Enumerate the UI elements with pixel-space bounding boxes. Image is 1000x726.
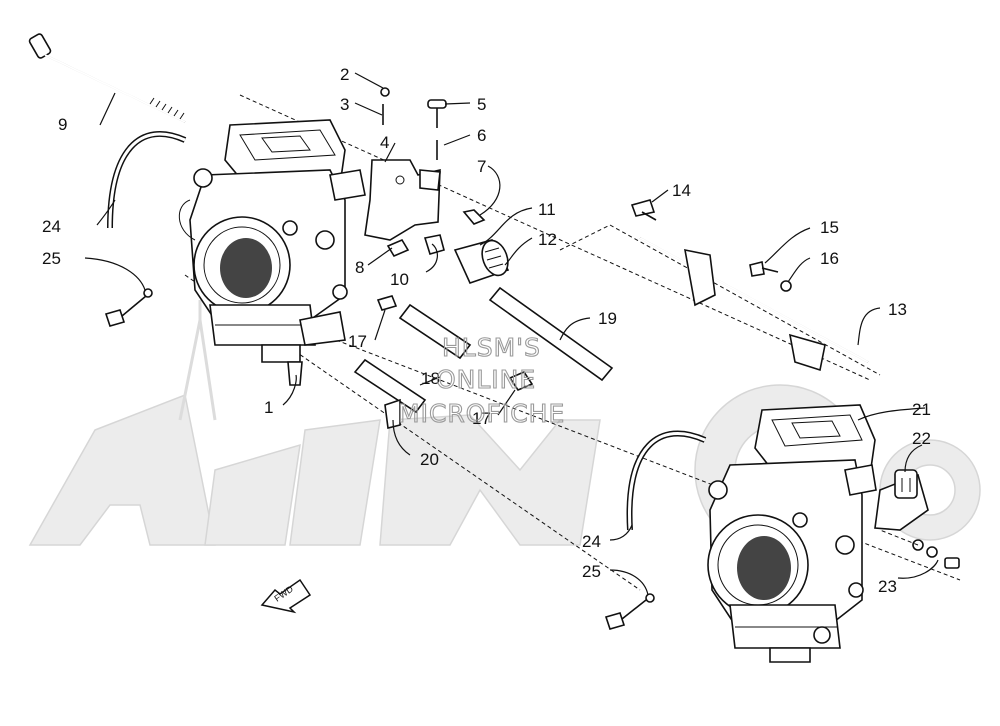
callout-21: 21 (912, 400, 931, 419)
carburetor-left (178, 119, 366, 386)
mounting-screws (104, 288, 655, 630)
callout-4: 4 (380, 133, 389, 152)
vent-hose-left (107, 131, 187, 229)
carburetor-right (707, 404, 877, 663)
watermark: HLSM'S ONLINE MICROFICHE (397, 332, 565, 428)
callout-25a: 25 (42, 249, 61, 268)
callout-14: 14 (672, 181, 691, 200)
callout-11: 11 (538, 200, 556, 219)
callout-24b: 24 (582, 532, 601, 551)
callout-16: 16 (820, 249, 839, 268)
callout-24a: 24 (42, 217, 61, 236)
callout-12: 12 (538, 230, 557, 249)
callout-5: 5 (477, 95, 486, 114)
long-bolt-part (28, 33, 186, 123)
watermark-line-3: MICROFICHE (398, 399, 565, 428)
callout-10: 10 (390, 270, 409, 289)
callout-19: 19 (598, 309, 617, 328)
callout-8: 8 (355, 258, 364, 277)
watermark-line-1: HLSM'S (442, 333, 541, 362)
callout-15: 15 (820, 218, 839, 237)
callout-2: 2 (340, 65, 349, 84)
callout-9: 9 (58, 115, 67, 134)
small-screws (376, 87, 486, 311)
callout-25b: 25 (582, 562, 601, 581)
callout-23: 23 (878, 577, 897, 596)
callout-20: 20 (420, 450, 439, 469)
forward-arrow: FWD (260, 578, 312, 614)
callout-18: 18 (421, 369, 440, 388)
callout-17b: 17 (472, 409, 491, 428)
callout-17a: 17 (348, 332, 367, 351)
callout-22: 22 (912, 429, 931, 448)
callout-13: 13 (888, 300, 907, 319)
cable-fitting (453, 239, 510, 284)
connector-tubes (353, 286, 614, 429)
throttle-shaft (630, 199, 869, 372)
leader-lines (84, 72, 939, 596)
callout-3: 3 (340, 95, 349, 114)
vent-hose-right (626, 430, 707, 531)
callout-labels: 1 2 3 4 5 6 7 8 9 10 11 12 13 14 15 16 1… (42, 65, 931, 596)
watermark-line-2: ONLINE (436, 365, 536, 394)
callout-7: 7 (477, 157, 486, 176)
callout-1: 1 (264, 398, 273, 417)
callout-6: 6 (477, 126, 486, 145)
throttle-sensor (874, 469, 960, 569)
